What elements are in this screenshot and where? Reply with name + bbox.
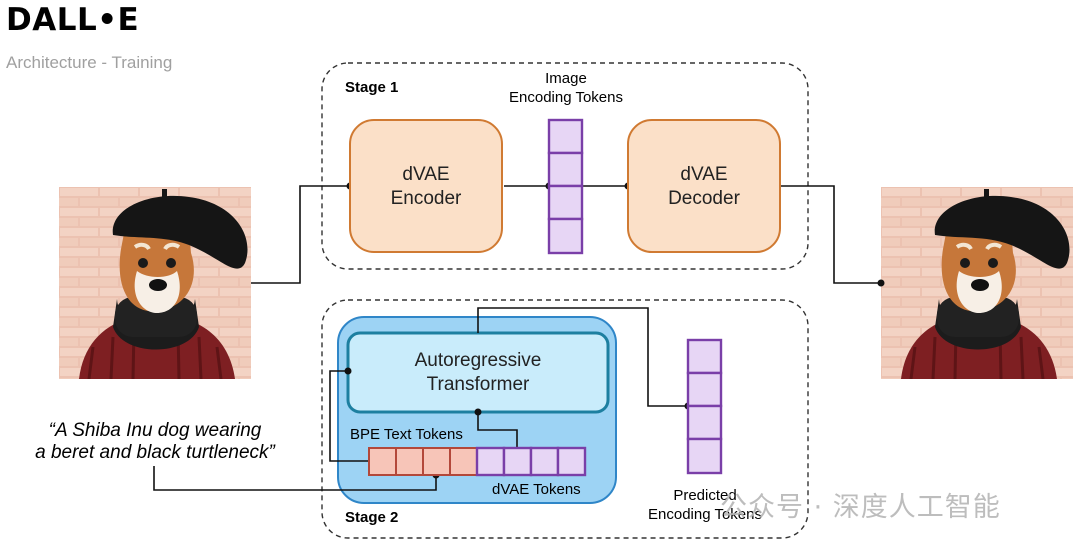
output-dog-image <box>881 187 1073 379</box>
stage2-label: Stage 2 <box>345 509 399 526</box>
predicted-line1: Predicted <box>673 487 737 504</box>
dvae-encoder-line2: Encoder <box>390 188 462 209</box>
stage2-connectors <box>153 307 688 491</box>
page-title: DALL•E <box>6 2 140 38</box>
transformer-input-dot <box>344 367 352 375</box>
input-dog-image <box>59 187 251 379</box>
predicted-encoding-tokens-column <box>686 338 723 475</box>
page-subtitle: Architecture - Training <box>6 53 173 72</box>
image-encoding-tokens-line1: Image <box>545 70 587 87</box>
caption-line1: “A Shiba Inu dog wearing <box>48 420 262 441</box>
stage1-container <box>321 62 809 270</box>
dvae-tokens-label: dVAE Tokens <box>492 481 581 498</box>
dvae-decoder-label: dVAE Decoder <box>628 163 780 211</box>
bpe-text-tokens-row <box>368 447 478 476</box>
predicted-encoding-tokens-label: Predicted Encoding Tokens <box>626 486 784 524</box>
stage2-container <box>321 299 809 539</box>
image-encoding-tokens-column <box>547 118 584 255</box>
image-encoding-tokens-label: Image Encoding Tokens <box>476 69 656 107</box>
image-encoding-tokens-line2: Encoding Tokens <box>509 89 623 106</box>
dvae-encoder-line1: dVAE <box>402 164 450 185</box>
transformer-bottom-dot <box>474 408 482 416</box>
dvae-decoder-box <box>627 119 781 253</box>
transformer-line2: Transformer <box>426 374 530 395</box>
transformer-line1: Autoregressive <box>414 350 542 371</box>
bpe-text-tokens-label: BPE Text Tokens <box>350 426 463 443</box>
transformer-label: Autoregressive Transformer <box>348 349 608 397</box>
dvae-decoder-line1: dVAE <box>680 164 728 185</box>
dvae-encoder-box <box>349 119 503 253</box>
watermark-text: 公众号 · 深度人工智能 <box>720 492 1001 523</box>
caption-line2: a beret and black turtleneck” <box>35 442 275 463</box>
dvae-decoder-line2: Decoder <box>668 188 740 209</box>
output-dot <box>877 279 885 287</box>
dvae-encoder-label: dVAE Encoder <box>350 163 502 211</box>
predicted-line2: Encoding Tokens <box>648 506 762 523</box>
stage1-label: Stage 1 <box>345 79 399 96</box>
text-prompt-caption: “A Shiba Inu dog wearing a beret and bla… <box>10 420 300 464</box>
dvae-tokens-row <box>475 446 587 477</box>
